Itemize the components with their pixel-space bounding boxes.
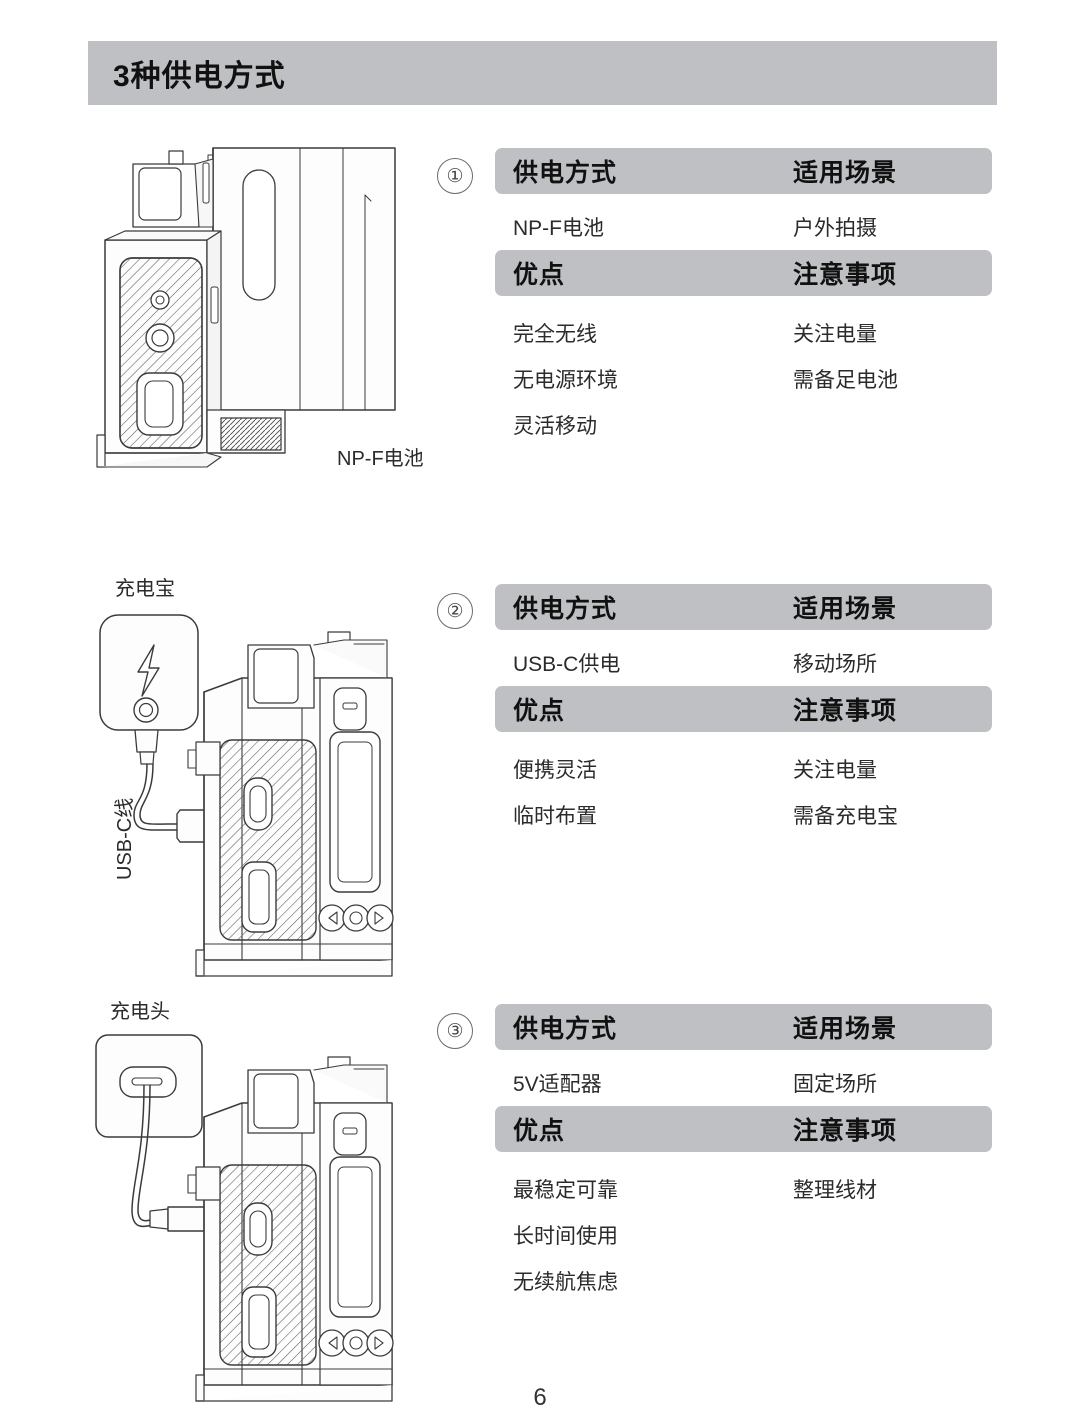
- table-row: 5V适配器 固定场所: [495, 1062, 992, 1106]
- header-use-case: 适用场景: [793, 159, 898, 187]
- header-pros: 优点: [513, 261, 566, 289]
- list-item: 整理线材: [793, 1179, 877, 1202]
- list-item: 无电源环境: [513, 369, 618, 392]
- step-number-2: ②: [437, 593, 473, 629]
- table-header-pros-notes-1: 优点 注意事项: [495, 250, 992, 296]
- page-title-banner: 3种供电方式: [88, 41, 997, 105]
- list-item: 最稳定可靠: [513, 1179, 618, 1202]
- list-item: 需备充电宝: [793, 805, 898, 828]
- table-header-pros-notes-2: 优点 注意事项: [495, 686, 992, 732]
- section-usb-c-power-bank: ② 充电宝 USB-C线: [0, 570, 1080, 990]
- list-item: 完全无线: [513, 323, 597, 346]
- table-row: NP-F电池 户外拍摄: [495, 206, 992, 250]
- header-notes: 注意事项: [793, 261, 898, 289]
- list-item: 便携灵活: [513, 759, 597, 782]
- header-pros: 优点: [513, 697, 566, 725]
- pros-notes-lists-3: 最稳定可靠 长时间使用 无续航焦虑 整理线材: [495, 1152, 992, 1322]
- section-np-f-battery: ①: [0, 130, 1080, 530]
- list-item: 长时间使用: [513, 1225, 618, 1248]
- header-power-method: 供电方式: [513, 595, 618, 623]
- pros-notes-lists-1: 完全无线 无电源环境 灵活移动 关注电量 需备足电池: [495, 296, 992, 456]
- header-notes: 注意事项: [793, 1117, 898, 1145]
- header-pros: 优点: [513, 1117, 566, 1145]
- list-item: 关注电量: [793, 323, 877, 346]
- value-power-method: NP-F电池: [513, 217, 604, 240]
- page-number: 6: [533, 1384, 547, 1411]
- table-header-method-scene-2: 供电方式 适用场景: [495, 584, 992, 630]
- list-item: 无续航焦虑: [513, 1271, 618, 1294]
- header-power-method: 供电方式: [513, 1015, 618, 1043]
- pros-notes-lists-2: 便携灵活 临时布置 关注电量 需备充电宝: [495, 732, 992, 862]
- spec-table-3: 供电方式 适用场景 5V适配器 固定场所 优点 注意事项 最稳定可靠 长时间使用…: [495, 1004, 992, 1322]
- value-power-method: 5V适配器: [513, 1073, 602, 1096]
- header-use-case: 适用场景: [793, 595, 898, 623]
- table-header-method-scene-1: 供电方式 适用场景: [495, 148, 992, 194]
- illustration-usb-c-power-bank: [92, 600, 462, 990]
- battery-caption: NP-F电池: [337, 448, 424, 470]
- header-use-case: 适用场景: [793, 1015, 898, 1043]
- value-use-case: 移动场所: [793, 653, 877, 676]
- value-power-method: USB-C供电: [513, 653, 621, 676]
- illustration-wall-charger: [92, 1025, 462, 1405]
- table-header-method-scene-3: 供电方式 适用场景: [495, 1004, 992, 1050]
- page-title: 3种供电方式: [113, 60, 286, 93]
- list-item: 关注电量: [793, 759, 877, 782]
- header-power-method: 供电方式: [513, 159, 618, 187]
- step-number-3: ③: [437, 1013, 473, 1049]
- illustration-np-f-battery: [95, 135, 440, 480]
- step-number-1: ①: [437, 158, 473, 194]
- value-use-case: 固定场所: [793, 1073, 877, 1096]
- list-item: 临时布置: [513, 805, 597, 828]
- spec-table-1: 供电方式 适用场景 NP-F电池 户外拍摄 优点 注意事项 完全无线 无电源环境…: [495, 148, 992, 456]
- list-item: 需备足电池: [793, 369, 898, 392]
- power-bank-caption: 充电宝: [115, 578, 175, 600]
- table-row: USB-C供电 移动场所: [495, 642, 992, 686]
- spec-table-2: 供电方式 适用场景 USB-C供电 移动场所 优点 注意事项 便携灵活 临时布置…: [495, 584, 992, 862]
- table-header-pros-notes-3: 优点 注意事项: [495, 1106, 992, 1152]
- header-notes: 注意事项: [793, 697, 898, 725]
- charger-head-caption: 充电头: [110, 1001, 170, 1023]
- section-wall-charger: ③ 充电头: [0, 990, 1080, 1402]
- value-use-case: 户外拍摄: [793, 217, 877, 240]
- list-item: 灵活移动: [513, 415, 597, 438]
